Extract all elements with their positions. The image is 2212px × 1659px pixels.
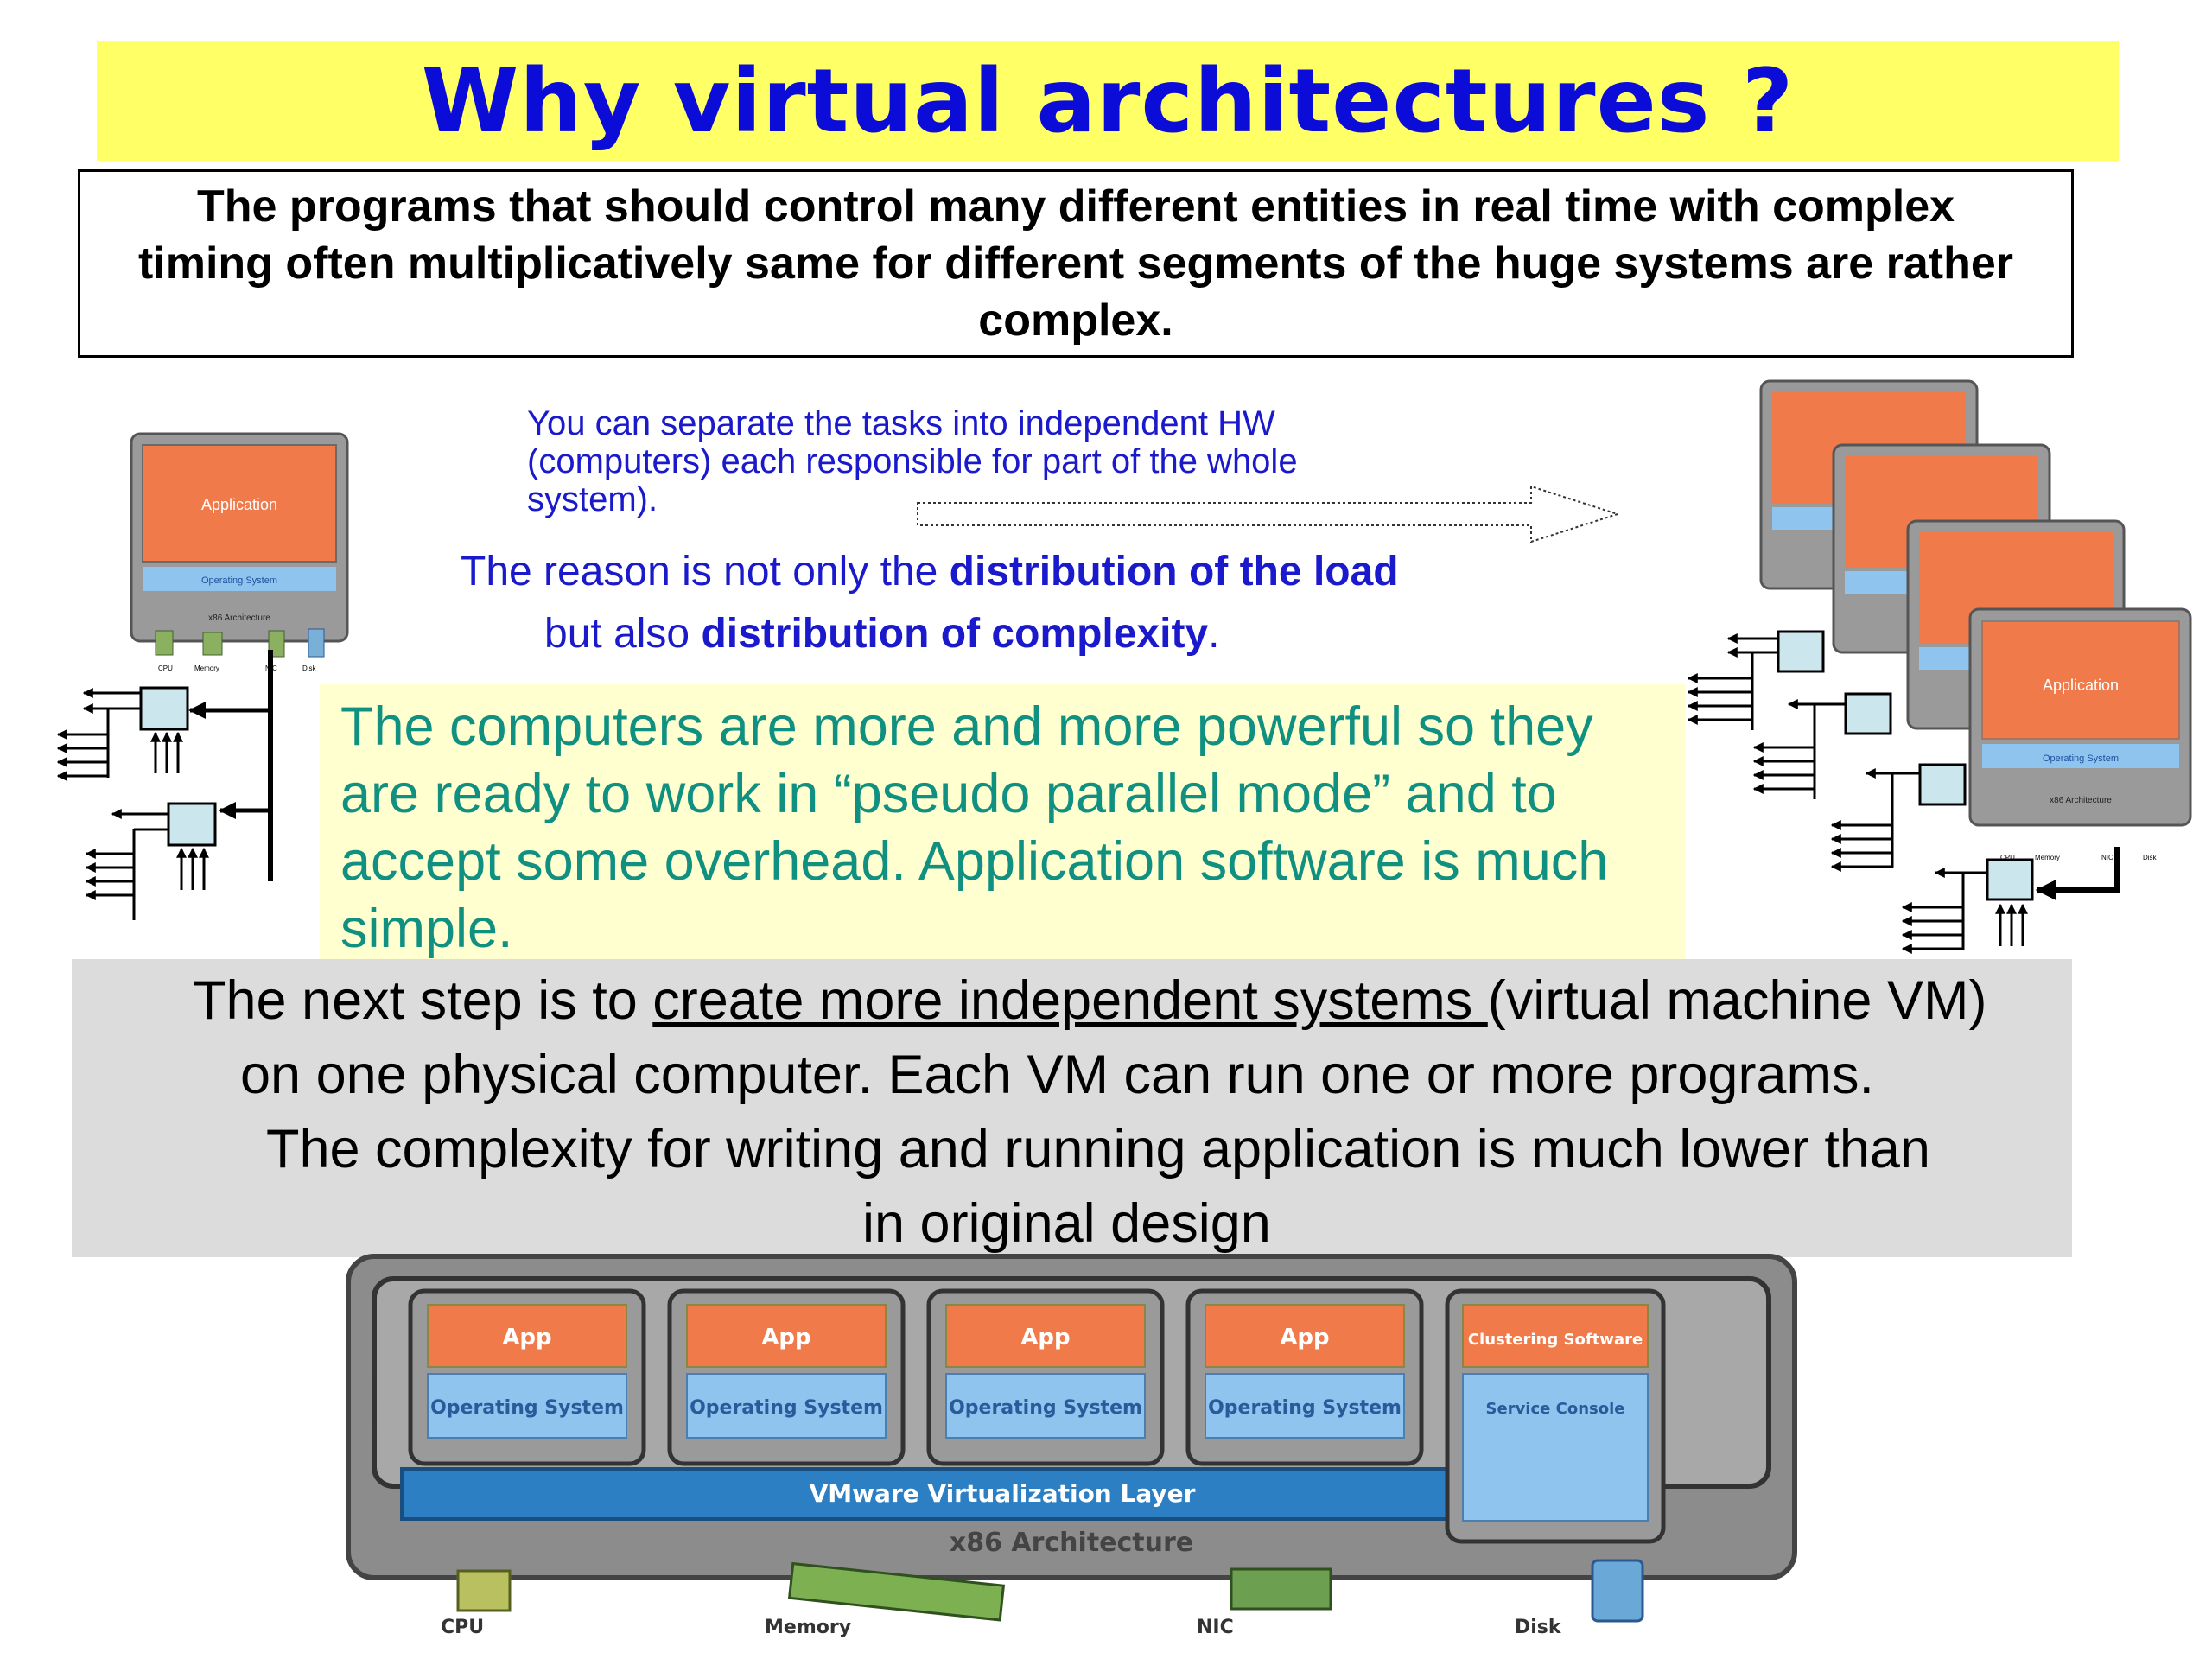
hw-nic-label: NIC xyxy=(2101,854,2113,861)
vm-column-3: App Operating System xyxy=(926,1288,1165,1466)
reason2-bold: distribution of complexity xyxy=(701,611,1209,657)
reason2-prefix: but also xyxy=(544,611,702,657)
vm-app-label: App xyxy=(1280,1325,1329,1351)
reason-prefix: The reason is not only the xyxy=(461,549,950,594)
vm-os-label: Operating System xyxy=(949,1397,1142,1419)
title-banner: Why virtual architectures ? xyxy=(97,41,2119,161)
reason-bold: distribution of the load xyxy=(949,549,1399,594)
vmware-stack-diagram: VMware Virtualization Layer x86 Architec… xyxy=(346,1254,1797,1638)
hw-cpu-label: CPU xyxy=(441,1617,484,1638)
virtualization-layer-label: VMware Virtualization Layer xyxy=(810,1479,1196,1508)
tasks-text: You can separate the tasks into independ… xyxy=(527,404,1298,518)
vm-column-1: App Operating System xyxy=(408,1288,646,1466)
vm-os-label: Operating System xyxy=(430,1397,624,1419)
next-underlined: create more independent systems xyxy=(652,970,1488,1031)
os-label: Operating System xyxy=(2043,753,2119,764)
next-prefix: The next step is to xyxy=(193,970,653,1031)
hw-cpu-label: CPU xyxy=(2000,854,2015,861)
next-suffix: (virtual machine VM) xyxy=(1487,970,1987,1031)
next-step-line-3: The complexity for writing and running a… xyxy=(266,1119,1930,1179)
reason-line-1: The reason is not only the distribution … xyxy=(461,548,1399,595)
vm-column-2: App Operating System xyxy=(667,1288,906,1466)
slide-title: Why virtual architectures ? xyxy=(421,49,1795,153)
nic-card-icon xyxy=(1230,1567,1332,1611)
powerful-text: The computers are more and more powerful… xyxy=(340,696,1609,959)
arch-label: x86 Architecture xyxy=(2050,796,2112,805)
hw-disk-label: Disk xyxy=(1515,1617,1562,1638)
next-step-line-1: The next step is to create more independ… xyxy=(193,969,1986,1032)
next-step-line-4: in original design xyxy=(862,1193,1271,1254)
application-label: Application xyxy=(2043,677,2119,694)
hardware-row: CPU Memory NIC Disk xyxy=(441,1559,1644,1638)
hw-disk-label: Disk xyxy=(302,664,317,672)
intro-text: The programs that should control many di… xyxy=(137,181,2014,346)
vm-app-label: App xyxy=(1020,1325,1070,1351)
service-console-column: Clustering Software Service Console xyxy=(1445,1288,1666,1544)
service-console-label: Service Console xyxy=(1486,1400,1625,1418)
cpu-chip-icon xyxy=(456,1569,512,1612)
hollow-arrow xyxy=(917,485,1620,543)
stack-control-trees xyxy=(1687,630,2120,954)
control-tree xyxy=(56,650,273,920)
x86-architecture-label: x86 Architecture xyxy=(950,1528,1193,1558)
hw-memory-label: Memory xyxy=(2035,854,2060,861)
arch-label: x86 Architecture xyxy=(208,613,270,623)
computer-stack-4: Application Operating System x86 Archite… xyxy=(1968,607,2192,861)
intro-box: The programs that should control many di… xyxy=(78,169,2074,358)
reason-line-2: but also distribution of complexity. xyxy=(544,610,1219,658)
hw-disk-label: Disk xyxy=(2143,854,2158,861)
vm-column-4: App Operating System xyxy=(1185,1288,1424,1466)
next-step-box: The next step is to create more independ… xyxy=(72,959,2072,1257)
stacked-computers-diagram: Application Operating System x86 Archite… xyxy=(1687,379,2192,954)
hw-cpu-label: CPU xyxy=(158,664,173,672)
reason2-suffix: . xyxy=(1208,611,1220,657)
single-computer-diagram: Application Operating System x86 Archite… xyxy=(56,432,349,920)
hw-memory-label: Memory xyxy=(194,664,219,672)
disk-icon xyxy=(1591,1559,1644,1623)
powerful-computers-box: The computers are more and more powerful… xyxy=(320,684,1685,959)
next-step-line-2: on one physical computer. Each VM can ru… xyxy=(240,1045,1874,1105)
computer-monitor: Application Operating System x86 Archite… xyxy=(130,432,349,672)
clustering-software-label: Clustering Software xyxy=(1468,1331,1643,1349)
memory-module-icon xyxy=(787,1561,1006,1622)
vm-app-label: App xyxy=(502,1325,551,1351)
vm-os-label: Operating System xyxy=(1208,1397,1402,1419)
hw-memory-label: Memory xyxy=(765,1617,851,1638)
vm-os-label: Operating System xyxy=(690,1397,883,1419)
application-label: Application xyxy=(201,496,277,513)
os-label: Operating System xyxy=(201,575,277,586)
hw-nic-label: NIC xyxy=(1197,1617,1234,1638)
vm-app-label: App xyxy=(761,1325,810,1351)
